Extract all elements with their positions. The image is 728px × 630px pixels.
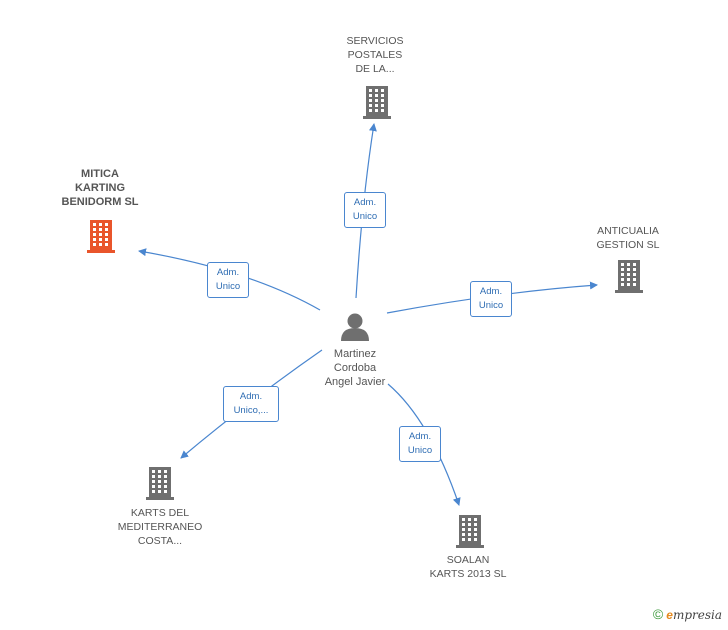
brand-initial: e [666, 608, 673, 622]
edge-label-soalan[interactable]: Adm. Unico [399, 426, 441, 462]
building-icon[interactable] [363, 86, 391, 119]
node-label-anticualia[interactable]: ANTICUALIA GESTION SL [596, 225, 660, 251]
center-person-label[interactable]: Martinez Cordoba Angel Javier [324, 348, 386, 388]
brand-name: mpresia [672, 608, 722, 622]
edge-label-anticualia[interactable]: Adm. Unico [470, 281, 512, 317]
node-label-soalan[interactable]: SOALAN KARTS 2013 SL [429, 554, 507, 580]
footer-brand: ©empresia [653, 606, 722, 622]
node-label-mitica[interactable]: MITICA KARTING BENIDORM SL [61, 168, 139, 208]
edge-label-karts[interactable]: Adm. Unico,... [223, 386, 279, 422]
node-label-karts[interactable]: KARTS DEL MEDITERRANEO COSTA... [117, 507, 203, 547]
building-icon[interactable] [615, 260, 643, 293]
node-label-servicios[interactable]: SERVICIOS POSTALES DE LA... [346, 35, 404, 75]
building-icon[interactable] [87, 220, 115, 253]
building-icon[interactable] [456, 515, 484, 548]
edge-label-mitica[interactable]: Adm. Unico [207, 262, 249, 298]
person-icon[interactable] [341, 313, 369, 342]
edge-label-servicios[interactable]: Adm. Unico [344, 192, 386, 228]
copyright-symbol: © [652, 606, 664, 622]
building-icon[interactable] [146, 467, 174, 500]
